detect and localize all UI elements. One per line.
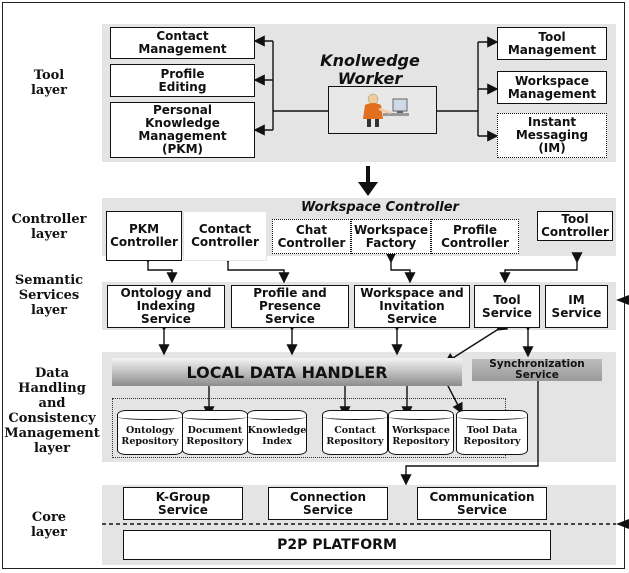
tool-management-box: Tool Management <box>497 27 607 60</box>
synchronization-service: Synchronization Service <box>472 359 602 381</box>
profile-controller-box: Profile Controller <box>431 219 519 254</box>
worker-at-desk-icon <box>362 93 409 127</box>
label-core-layer: Core layer <box>30 510 68 540</box>
knowledge-index: Knowledge Index <box>247 410 307 455</box>
tool-service-box: Tool Service <box>474 285 540 328</box>
workspace-management-box: Workspace Management <box>497 71 607 104</box>
connection-service-box: Connection Service <box>268 487 388 520</box>
local-data-handler: LOCAL DATA HANDLER <box>112 358 462 386</box>
pkm-controller-box: PKM Controller <box>106 211 182 261</box>
workspace-factory-box: Workspace Factory <box>351 219 431 254</box>
workspace-controller-title: Workspace Controller <box>301 200 459 215</box>
label-data-layer: Data Handling and Consistency Management… <box>4 366 100 456</box>
ontology-repository: Ontology Repository <box>117 410 183 455</box>
chat-controller-box: Chat Controller <box>272 219 351 254</box>
knowledge-worker-box <box>328 86 437 134</box>
profile-presence-service-box: Profile and Presence Service <box>231 285 349 328</box>
im-service-box: IM Service <box>545 285 608 328</box>
label-semantic-layer: Semantic Services layer <box>14 273 84 318</box>
tool-controller-box: Tool Controller <box>537 211 613 241</box>
contact-management-box: Contact Management <box>110 27 255 59</box>
workspace-invitation-service-box: Workspace and Invitation Service <box>354 285 470 328</box>
contact-controller-box: Contact Controller <box>183 211 267 261</box>
p2p-platform-box: P2P PLATFORM <box>123 530 551 560</box>
workspace-repository: Workspace Repository <box>388 410 454 455</box>
label-controller-layer: Controller layer <box>11 212 87 242</box>
ontology-indexing-service-box: Ontology and Indexing Service <box>107 285 225 328</box>
label-tool-layer: Tool layer <box>30 68 68 98</box>
pkm-box: Personal Knowledge Management (PKM) <box>110 102 255 158</box>
knowledge-worker-title: Knolwedge Worker <box>320 51 420 88</box>
contact-repository: Contact Repository <box>322 410 388 455</box>
communication-service-box: Communication Service <box>417 487 547 520</box>
k-group-service-box: K-Group Service <box>123 487 243 520</box>
profile-editing-box: Profile Editing <box>110 64 255 97</box>
tool-data-repository: Tool Data Repository <box>456 410 528 455</box>
instant-messaging-box: Instant Messaging (IM) <box>497 113 607 158</box>
document-repository: Document Repository <box>182 410 248 455</box>
